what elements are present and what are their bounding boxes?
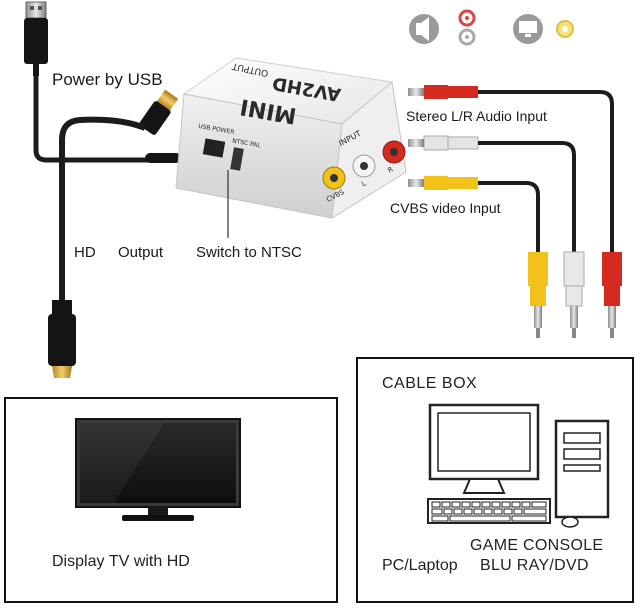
audio-jacks-icon <box>458 9 476 46</box>
speaker-icon <box>409 14 439 44</box>
usb-plug <box>24 1 48 76</box>
tv-caption-prefix: Display <box>52 553 105 570</box>
tv-caption-highlight: TV with HD <box>108 553 190 570</box>
hdmi-plug-bottom <box>48 300 76 378</box>
output-label: Output <box>118 244 164 261</box>
rca-yellow-cable <box>408 176 548 338</box>
hdmi-cable <box>59 116 147 340</box>
usb-cable <box>33 76 176 163</box>
tv-caption: Display TV with HD <box>52 553 190 571</box>
cvbs-video-label: CVBS video Input <box>390 200 501 216</box>
tv-icon <box>75 418 241 521</box>
switch-ntsc-label: Switch to NTSC <box>196 244 302 261</box>
hd-label: HD <box>74 244 96 261</box>
pc-icon <box>427 403 610 528</box>
source-right-line1: GAME CONSOLE <box>470 537 604 554</box>
video-jack-icon <box>556 20 574 38</box>
converter-box <box>175 57 407 219</box>
stereo-audio-label: Stereo L/R Audio Input <box>406 108 547 124</box>
source-left-label: PC/Laptop <box>382 557 458 574</box>
source-right-line2: BLU RAY/DVD <box>480 557 589 574</box>
hdmi-plug-top <box>139 89 179 135</box>
rca-red-cable <box>408 85 622 338</box>
source-title: CABLE BOX <box>382 375 478 392</box>
tv-panel: Display TV with HD <box>4 397 338 603</box>
power-label: Power by USB <box>52 70 163 89</box>
source-panel: CABLE BOX PC/Laptop GAME CONSOLE BLU RAY… <box>356 357 634 603</box>
rca-white-cable <box>408 135 585 338</box>
monitor-icon <box>513 14 543 44</box>
